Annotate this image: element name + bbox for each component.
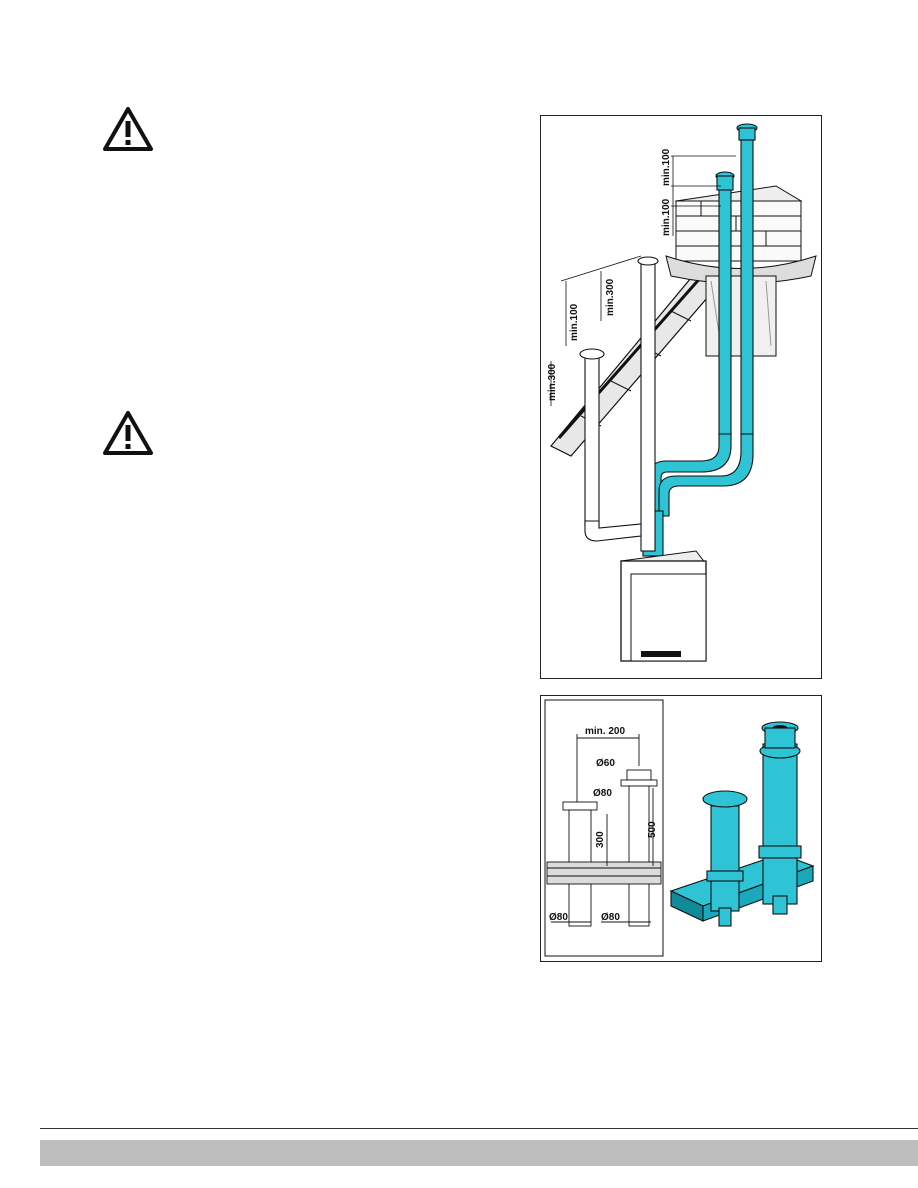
dimension-label: 300: [595, 831, 606, 848]
boiler-unit: [620, 550, 707, 662]
dimension-label: Ø80: [593, 788, 612, 799]
footer-rule: [40, 1128, 918, 1129]
flue-terminal-dimensions-figure: min. 200 Ø60 Ø80 300 500 Ø80 Ø80: [540, 695, 822, 962]
dimension-label: Ø60: [596, 758, 615, 769]
dimension-label: min.100: [569, 303, 580, 341]
sloped-roof: [550, 265, 728, 457]
concentric-flue-pipes: [642, 123, 758, 557]
dimension-label: min.100: [661, 198, 672, 236]
terminal-3d-illustration: [669, 721, 815, 927]
dimension-label: min.300: [605, 278, 616, 316]
technical-drawing: [546, 734, 662, 927]
dimension-label: min. 200: [585, 726, 625, 737]
footer-bar: [40, 1140, 918, 1166]
dimension-label: Ø80: [601, 912, 620, 923]
roof-terminal-pipes: [579, 256, 659, 552]
warning-icon: [102, 410, 154, 456]
dimension-label: 500: [647, 821, 658, 838]
dimension-label: min.100: [661, 148, 672, 186]
flue-roof-installation-figure: min.100 min.100 min.300 min.100 min.300: [540, 115, 822, 679]
warning-icon: [102, 106, 154, 152]
dimension-label: Ø80: [549, 912, 568, 923]
dimension-label: min.300: [547, 363, 558, 401]
